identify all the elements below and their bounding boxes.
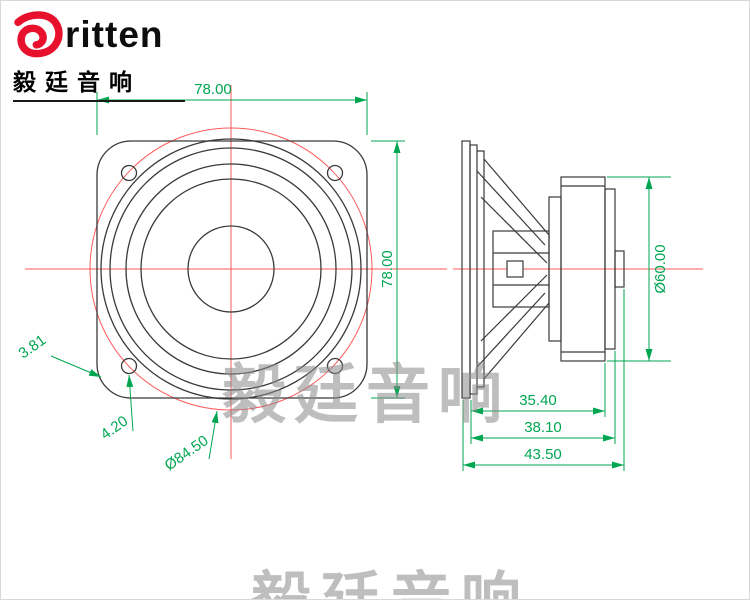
brand-name: ritten	[65, 13, 164, 55]
leader-bolt-circle	[208, 410, 219, 460]
leader-corner	[50, 355, 102, 378]
frame-outline	[96, 140, 368, 399]
cone-profile-top	[480, 196, 548, 264]
bolt-circle	[89, 127, 373, 411]
brand-logo: ritten 毅廷音响	[13, 7, 193, 102]
dim-total-depth-label: 43.50	[524, 446, 562, 463]
side-view	[461, 140, 625, 399]
rear-pole-bump	[614, 250, 625, 288]
dust-cap-circle	[187, 225, 275, 313]
basket-slant-bottom-outer	[483, 302, 550, 380]
leader-hole	[126, 374, 134, 432]
brand-swirl-icon	[14, 11, 63, 58]
pole-vent-square	[506, 260, 524, 278]
dim-corner-label: 3.81	[16, 332, 50, 363]
basket-rim	[477, 150, 485, 388]
logo-underline	[13, 100, 185, 102]
dim-width-label: 78.00	[194, 81, 232, 98]
mount-hole-top-left	[120, 164, 138, 182]
basket-slant-bottom-inner	[476, 292, 546, 368]
surround-outer-circle	[100, 138, 362, 400]
basket-slant-top-outer	[483, 158, 550, 236]
mount-hole-bottom-right	[326, 357, 344, 375]
dim-magnet-back-depth-label: 38.10	[524, 419, 562, 436]
dimensions	[50, 92, 671, 471]
dim-hole-label: 4.20	[98, 413, 132, 444]
surround-ring-circle	[109, 147, 353, 391]
mount-hole-top-right	[326, 164, 344, 182]
mount-hole-bottom-left	[120, 357, 138, 375]
cone-profile-bottom	[480, 274, 548, 342]
basket-slant-top-inner	[476, 170, 546, 246]
terminal-block	[492, 230, 550, 308]
centerlines	[25, 85, 703, 459]
front-view	[96, 138, 368, 400]
cone-inner-circle	[140, 178, 322, 360]
dim-height-label: 78.00	[379, 250, 396, 288]
brand-row: ritten	[13, 7, 193, 61]
cone-outer-circle	[125, 163, 337, 375]
gasket-profile	[469, 144, 478, 395]
brand-name-cn: 毅廷音响	[13, 69, 141, 95]
dim-mounting-depth-label: 35.40	[519, 392, 557, 409]
dim-magnet-diameter-label: Ø60.00	[652, 244, 669, 293]
watermark-bottom: 毅廷音响	[251, 567, 531, 600]
dim-bolt-circle-label: Ø84.50	[162, 432, 212, 474]
watermark-center: 毅廷音响	[222, 359, 510, 431]
